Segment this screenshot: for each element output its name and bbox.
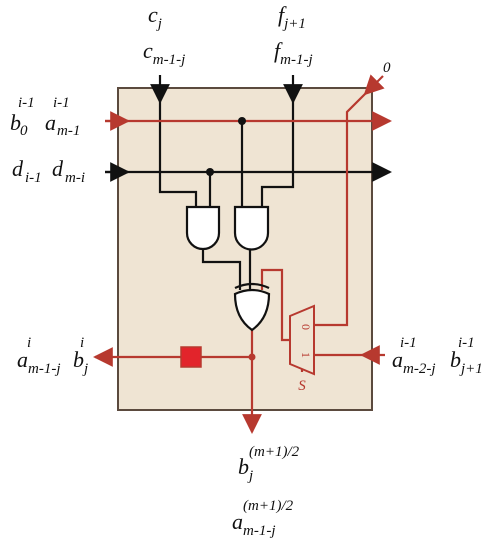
svg-text:b: b [238, 454, 249, 479]
svg-text:j: j [82, 361, 88, 377]
svg-text:0: 0 [20, 123, 28, 139]
svg-text:cj: cj [148, 2, 162, 32]
svg-text:i-1: i-1 [25, 170, 42, 186]
label-right-input: i-1 a m-2-j i-1 b j+1 [392, 335, 483, 377]
svg-text:a: a [232, 509, 243, 534]
label-c-inputs: cj cm-1-j [143, 2, 185, 68]
label-zero-input: 0 [383, 60, 391, 76]
svg-text:j+1: j+1 [459, 361, 483, 377]
label-left-output: i a m-1-j i b j [17, 335, 88, 377]
junction-dot-a-tap [238, 117, 246, 125]
svg-text:a: a [45, 110, 56, 135]
svg-text:m-2-j: m-2-j [403, 361, 436, 377]
svg-text:m-1-j: m-1-j [28, 361, 61, 377]
svg-text:d: d [12, 156, 24, 181]
wire-zero-to-mux [314, 93, 366, 327]
label-left-black-input: d i-1 d m-i [12, 156, 85, 186]
svg-text:fj+1: fj+1 [278, 2, 306, 32]
svg-text:b: b [10, 110, 21, 135]
register-block [180, 346, 202, 368]
wire-and1-to-xor [201, 250, 242, 290]
xor-gate [233, 282, 271, 332]
svg-text:b: b [73, 347, 84, 372]
svg-text:b: b [450, 347, 461, 372]
wire-zero-input [363, 74, 385, 96]
svg-text:fm-1-j: fm-1-j [274, 38, 313, 68]
svg-text:m-1-j: m-1-j [243, 523, 276, 539]
svg-text:(m+1)/2: (m+1)/2 [249, 444, 300, 460]
label-bottom-output-b: (m+1)/2 b j [238, 444, 300, 484]
svg-text:a: a [17, 347, 28, 372]
svg-text:i-1: i-1 [458, 335, 475, 351]
mux-input-0-label: 0 [299, 324, 313, 330]
svg-text:m-1: m-1 [57, 123, 80, 139]
svg-text:i-1: i-1 [400, 335, 417, 351]
and-gate-1 [185, 205, 221, 251]
svg-text:m-i: m-i [65, 170, 85, 186]
mux-input-1-label: 1 [299, 352, 313, 358]
multiplexer: 0 1 [289, 304, 315, 376]
svg-text:i: i [27, 335, 31, 351]
wire-f-to-and2 [260, 102, 295, 208]
mux-select-label: S [298, 378, 306, 394]
wire-mux-to-xor [260, 268, 290, 342]
svg-text:j: j [247, 468, 253, 484]
svg-text:d: d [52, 156, 64, 181]
and-gate-2 [233, 205, 270, 251]
junction-dot-d-tap [206, 168, 214, 176]
svg-text:(m+1)/2: (m+1)/2 [243, 498, 294, 514]
label-bottom-output-a: (m+1)/2 a m-1-j [232, 498, 294, 539]
svg-text:i-1: i-1 [18, 95, 35, 111]
wire-c-to-and1 [158, 102, 198, 208]
svg-text:i-1: i-1 [53, 95, 70, 111]
label-f-inputs: fj+1 fm-1-j [274, 2, 313, 68]
svg-text:cm-1-j: cm-1-j [143, 38, 185, 68]
svg-text:a: a [392, 347, 403, 372]
label-left-red-input: i-1 b 0 i-1 a m-1 [10, 95, 80, 139]
svg-text:i: i [80, 335, 84, 351]
